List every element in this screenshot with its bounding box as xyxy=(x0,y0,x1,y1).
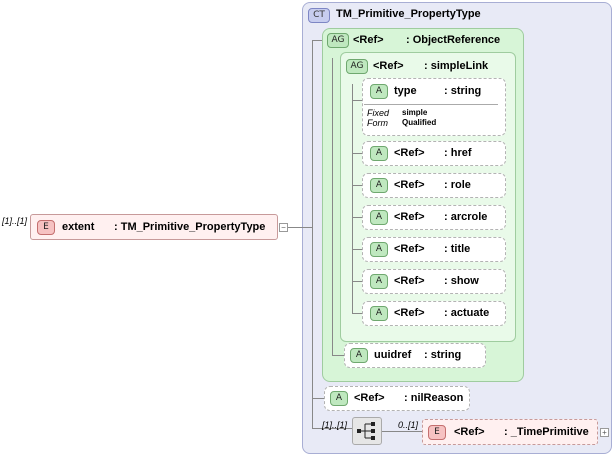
attribute-ref-type: : show xyxy=(444,275,479,287)
attribute-ref-label: <Ref> xyxy=(394,179,425,191)
facet-label-fixed: Fixed xyxy=(367,108,390,118)
connector-line xyxy=(352,100,362,101)
attribute-ref-label: <Ref> xyxy=(394,307,425,319)
connector-line xyxy=(352,185,362,186)
time-primitive-occurs: 0..[1] xyxy=(398,420,419,430)
connector-line xyxy=(352,313,362,314)
attribute-ref-type: : role xyxy=(444,179,471,191)
connector-line xyxy=(352,84,353,314)
attribute-badge: A xyxy=(350,348,368,363)
attribute-badge: A xyxy=(370,242,388,257)
group-type-label: : ObjectReference xyxy=(406,34,501,46)
element-ref-label: <Ref> xyxy=(454,426,485,438)
expand-toggle[interactable]: + xyxy=(600,428,609,437)
attribute-ref-label: <Ref> xyxy=(394,147,425,159)
attribute-badge: A xyxy=(330,391,348,406)
root-element-extent[interactable] xyxy=(30,214,278,240)
root-element-name: extent xyxy=(62,221,95,233)
attribute-type-label: : string xyxy=(444,85,482,97)
attribute-nil-reason[interactable] xyxy=(324,386,470,411)
attribute-name: uuidref xyxy=(374,349,412,361)
attribute-type-label: : string xyxy=(424,349,462,361)
attribute-ref-label: <Ref> xyxy=(394,243,425,255)
attribute-badge: A xyxy=(370,178,388,193)
attribute-ref-title[interactable] xyxy=(362,237,506,262)
connector-line xyxy=(312,428,352,429)
attribute-name: type xyxy=(394,85,417,97)
sequence-occurs: [1]..[1] xyxy=(322,420,348,430)
connector-line xyxy=(352,281,362,282)
facet-label-form: Form xyxy=(367,118,388,128)
group-type-label: : simpleLink xyxy=(424,60,489,72)
attribute-badge: A xyxy=(370,306,388,321)
connector-line xyxy=(312,40,324,41)
attribute-ref-label: <Ref> xyxy=(394,275,425,287)
connector-line xyxy=(382,431,422,432)
attribute-badge: A xyxy=(370,84,388,99)
element-badge: E xyxy=(37,220,55,235)
attribute-ref-label: <Ref> xyxy=(354,392,385,404)
facet-value-fixed: simple xyxy=(402,108,428,117)
element-badge: E xyxy=(428,425,446,440)
sequence-icon xyxy=(357,422,375,440)
attribute-ref-type: : nilReason xyxy=(404,392,464,404)
connector-line xyxy=(312,398,324,399)
attribute-ref-type: : href xyxy=(444,147,472,159)
connector-line xyxy=(332,58,333,356)
connector-line xyxy=(352,217,362,218)
connector-line xyxy=(332,355,344,356)
attribute-badge: A xyxy=(370,274,388,289)
complex-type-badge: CT xyxy=(308,8,330,23)
facet-value-form: Qualified xyxy=(402,118,437,127)
attribute-ref-type: : title xyxy=(444,243,471,255)
root-element-type: : TM_Primitive_PropertyType xyxy=(114,221,266,233)
root-element-occurs: [1]..[1] xyxy=(2,216,28,226)
connector-line xyxy=(352,153,362,154)
connector-line xyxy=(352,249,362,250)
element-ref-type: : _TimePrimitive xyxy=(504,426,589,438)
element-time-primitive[interactable] xyxy=(422,419,598,445)
attribute-group-badge: AG xyxy=(327,33,349,48)
collapse-toggle[interactable]: − xyxy=(279,223,288,232)
attribute-badge: A xyxy=(370,210,388,225)
connector-line xyxy=(312,40,313,428)
attribute-ref-type: : arcrole xyxy=(444,211,488,223)
attribute-ref-label: <Ref> xyxy=(394,211,425,223)
sequence-compositor[interactable] xyxy=(352,417,382,445)
connector-line xyxy=(288,227,312,228)
complex-type-name: TM_Primitive_PropertyType xyxy=(336,8,481,20)
attribute-group-badge: AG xyxy=(346,59,368,74)
attribute-uuidref[interactable] xyxy=(344,343,486,368)
group-ref-label: <Ref> xyxy=(373,60,404,72)
attribute-ref-type: : actuate xyxy=(444,307,490,319)
facet-divider xyxy=(364,104,498,105)
attribute-badge: A xyxy=(370,146,388,161)
group-ref-label: <Ref> xyxy=(353,34,384,46)
